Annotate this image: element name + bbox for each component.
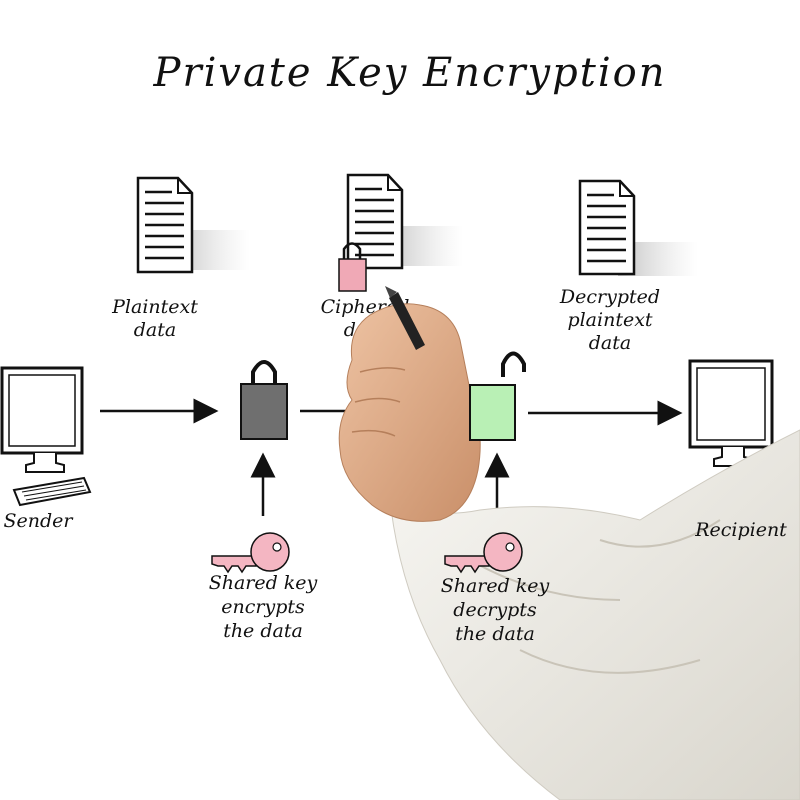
decrypt-key-icon bbox=[444, 532, 523, 574]
padlock-unlocked-icon bbox=[469, 351, 526, 441]
decrypt-key-label-line2: decrypts bbox=[453, 599, 537, 621]
decrypted-label-line2: plaintext bbox=[567, 309, 652, 331]
hand-with-marker bbox=[338, 286, 800, 800]
decrypted-document-icon bbox=[578, 179, 698, 276]
sender-computer-icon bbox=[0, 366, 92, 507]
recipient-label: Recipient bbox=[694, 519, 787, 541]
plaintext-label-line1: Plaintext bbox=[111, 296, 198, 318]
plaintext-label-line2: data bbox=[134, 319, 176, 341]
ciphered-document-icon bbox=[346, 173, 463, 270]
decrypted-label-line1: Decrypted bbox=[559, 286, 660, 308]
decrypt-key-label-line3: the data bbox=[455, 623, 535, 645]
encrypt-key-label-line3: the data bbox=[223, 620, 303, 642]
padlock-locked-icon bbox=[240, 360, 288, 440]
decrypted-label-line3: data bbox=[589, 332, 631, 354]
sender-label: Sender bbox=[4, 510, 75, 532]
encrypt-key-label-line2: encrypts bbox=[221, 596, 305, 618]
plaintext-document-icon bbox=[136, 176, 250, 274]
ciphered-lock-icon bbox=[338, 242, 367, 292]
decrypt-key-label-line1: Shared key bbox=[441, 575, 550, 597]
page-title: Private Key Encryption bbox=[153, 50, 667, 96]
encrypt-key-label-line1: Shared key bbox=[209, 572, 318, 594]
encrypt-key-icon bbox=[211, 532, 290, 574]
